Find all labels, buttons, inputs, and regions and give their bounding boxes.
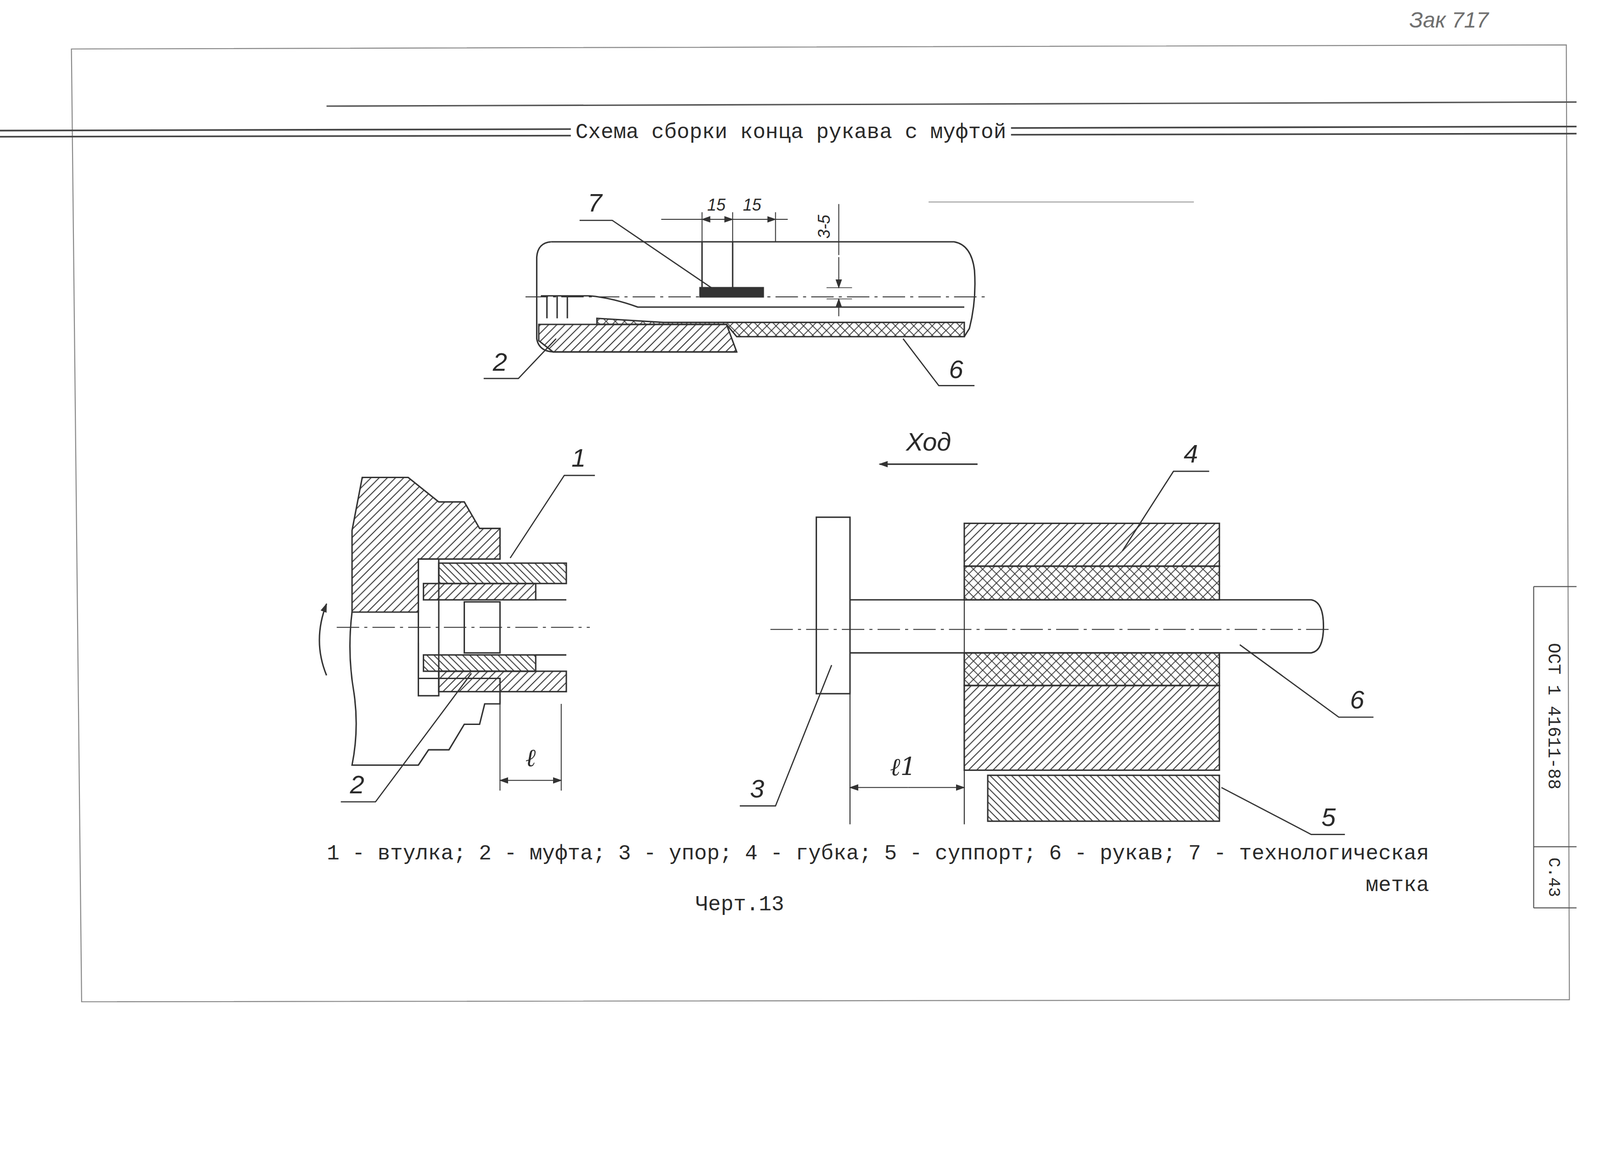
hose-end-detail-part xyxy=(838,257,840,288)
hose-end-detail-part xyxy=(720,218,733,220)
press-assembly-part xyxy=(964,566,1220,600)
leader-lines-part xyxy=(739,665,832,807)
press-assembly-part xyxy=(850,787,909,789)
chuck-assembly-part xyxy=(319,604,327,676)
hose-end-detail-part xyxy=(547,296,568,319)
leader-lines-part xyxy=(341,673,472,802)
press-assembly-part xyxy=(987,775,1220,822)
hose-end-detail-part xyxy=(702,212,776,242)
hose-end-detail-part xyxy=(699,287,764,297)
press-assembly-part xyxy=(770,629,1332,631)
callout-number: 4 xyxy=(1183,440,1198,469)
dimension-label: 15 xyxy=(742,195,761,215)
press-assembly-part xyxy=(850,599,1324,654)
press-assembly-part xyxy=(879,463,978,465)
leader-lines-part xyxy=(1239,644,1374,718)
page-number: С.43 xyxy=(1544,857,1563,898)
callout-number: 3 xyxy=(749,774,765,804)
chuck-assembly-part xyxy=(438,563,567,584)
dimension-label: ℓ1 xyxy=(889,753,917,781)
hose-end-detail-part xyxy=(538,324,737,353)
callout-number: 1 xyxy=(571,443,586,473)
sheet-frame xyxy=(0,44,1577,1002)
hose-end-detail-part xyxy=(597,318,965,337)
callout-number: 5 xyxy=(1321,803,1336,832)
chuck-assembly-part xyxy=(499,780,531,782)
press-assembly-part xyxy=(964,685,1220,771)
hose-end-detail-part xyxy=(702,218,715,220)
hose-end-detail-part xyxy=(838,204,840,256)
chuck-assembly-part xyxy=(530,780,562,782)
chuck-assembly-part xyxy=(438,671,567,692)
callout-number: 2 xyxy=(350,770,365,800)
press-assembly xyxy=(770,464,1332,825)
dimension-label: 3-5 xyxy=(815,214,834,239)
order-note: Зак 717 xyxy=(1409,8,1489,33)
leader-lines-part xyxy=(579,220,715,290)
press-assembly-part xyxy=(850,597,965,825)
dimension-label: ℓ xyxy=(525,744,537,772)
leader-lines-part xyxy=(1221,787,1345,835)
press-assembly-part xyxy=(964,653,1220,686)
hose-end-detail-part xyxy=(763,218,776,220)
dimension-label: 15 xyxy=(707,195,726,215)
leader-lines xyxy=(341,220,1374,835)
hose-end-detail xyxy=(525,204,985,353)
press-assembly-part xyxy=(908,787,965,789)
callout-number: 2 xyxy=(492,347,508,377)
sheet-frame-part xyxy=(71,44,1570,1002)
callout-number: 7 xyxy=(587,189,603,218)
leader-lines-part xyxy=(903,338,975,386)
press-assembly-part xyxy=(964,523,1220,567)
chuck-assembly xyxy=(319,477,590,792)
hose-end-detail-part xyxy=(838,298,840,317)
parts-list: 1 - втулка; 2 - муфта; 3 - упор; 4 - губ… xyxy=(290,838,1430,902)
hose-end-detail-part xyxy=(525,296,985,298)
callout-number: 6 xyxy=(1349,685,1365,715)
hose-end-detail-part xyxy=(661,218,789,220)
motion-label: Ход xyxy=(906,427,952,457)
callout-number: 6 xyxy=(949,355,964,384)
chuck-assembly-part xyxy=(336,626,590,628)
chuck-assembly-part xyxy=(499,699,561,791)
leader-lines-part xyxy=(483,338,557,379)
chuck-assembly-part xyxy=(423,583,537,601)
chuck-assembly-part xyxy=(423,654,537,672)
press-assembly-part xyxy=(816,517,851,694)
figure-caption: Черт.13 xyxy=(690,893,789,918)
leader-lines-part xyxy=(510,475,596,559)
standard-number: ОСТ 1 41611-88 xyxy=(1543,643,1563,790)
hose-end-detail-part xyxy=(826,287,853,299)
hose-end-detail-part xyxy=(551,241,976,337)
drawing-title: Схема сборки конца рукава с муфтой xyxy=(570,121,1012,145)
sheet-frame-part xyxy=(1533,586,1577,908)
sheet-frame-part xyxy=(326,101,1577,107)
hose-end-detail-part xyxy=(702,241,733,289)
sheet-frame-part xyxy=(928,201,1194,203)
leader-lines-part xyxy=(1122,471,1210,551)
